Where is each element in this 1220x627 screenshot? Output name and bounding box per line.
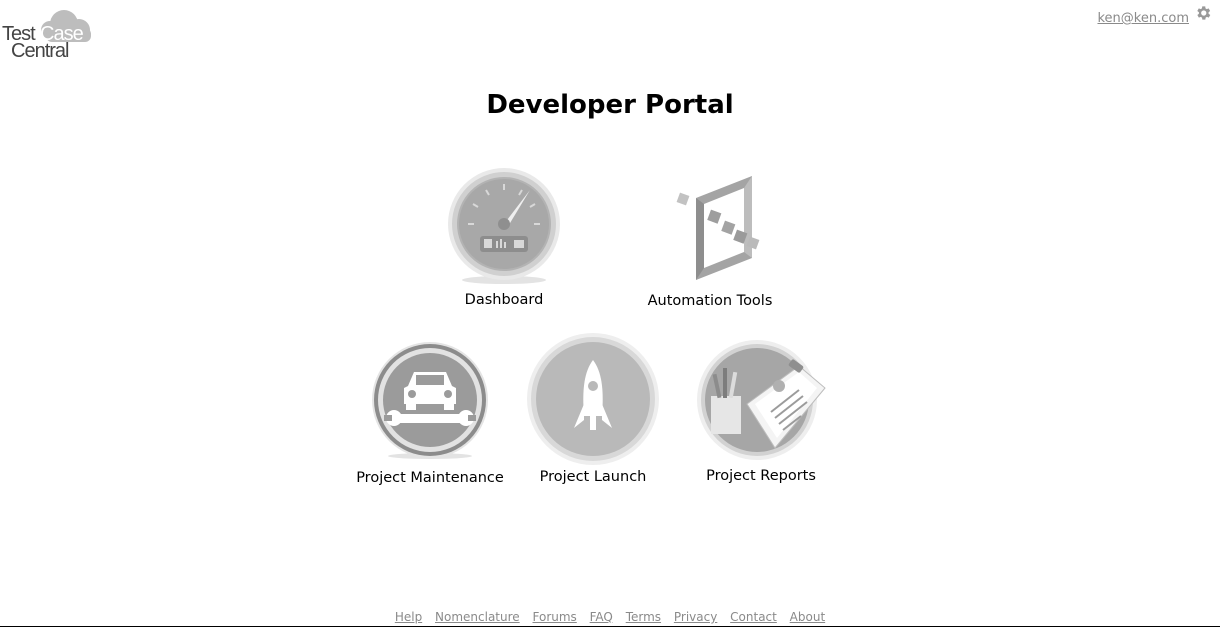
tile-dashboard-label: Dashboard (464, 292, 544, 308)
footer-link-privacy[interactable]: Privacy (673, 610, 718, 624)
page-title: Developer Portal (486, 90, 734, 120)
tile-dashboard[interactable]: Dashboard (444, 166, 564, 308)
footer-link-forums[interactable]: Forums (532, 610, 577, 624)
tile-project-maintenance[interactable]: Project Maintenance (355, 340, 505, 486)
footer-link-help[interactable]: Help (394, 610, 423, 624)
tile-automation-tools[interactable]: Automation Tools (640, 170, 780, 309)
rocket-icon (526, 332, 660, 466)
tile-project-launch[interactable]: Project Launch (523, 332, 663, 485)
user-account-link[interactable]: ken@ken.com (1097, 11, 1189, 26)
footer-link-faq[interactable]: FAQ (589, 610, 613, 624)
car-wrench-icon (370, 340, 490, 460)
tile-project-reports[interactable]: Project Reports (691, 338, 831, 484)
footer-links: Help Nomenclature Forums FAQ Terms Priva… (0, 610, 1220, 624)
svg-text:Test: Test (2, 23, 36, 45)
svg-text:Central: Central (11, 40, 69, 60)
clipboard-reports-icon (695, 338, 827, 462)
footer-link-contact[interactable]: Contact (730, 610, 777, 624)
svg-text:Case: Case (40, 23, 84, 45)
speedometer-icon (446, 166, 562, 284)
cube-frame-icon (660, 170, 760, 282)
app-logo[interactable]: Test Case Central (0, 2, 96, 60)
footer-link-about[interactable]: About (789, 610, 826, 624)
footer-link-terms[interactable]: Terms (625, 610, 662, 624)
tile-automation-tools-label: Automation Tools (647, 293, 773, 309)
tile-project-maintenance-label: Project Maintenance (356, 470, 504, 486)
gear-icon[interactable] (1194, 4, 1212, 22)
tile-project-launch-label: Project Launch (539, 469, 647, 485)
tile-project-reports-label: Project Reports (706, 468, 816, 484)
footer-link-nomenclature[interactable]: Nomenclature (435, 610, 520, 624)
